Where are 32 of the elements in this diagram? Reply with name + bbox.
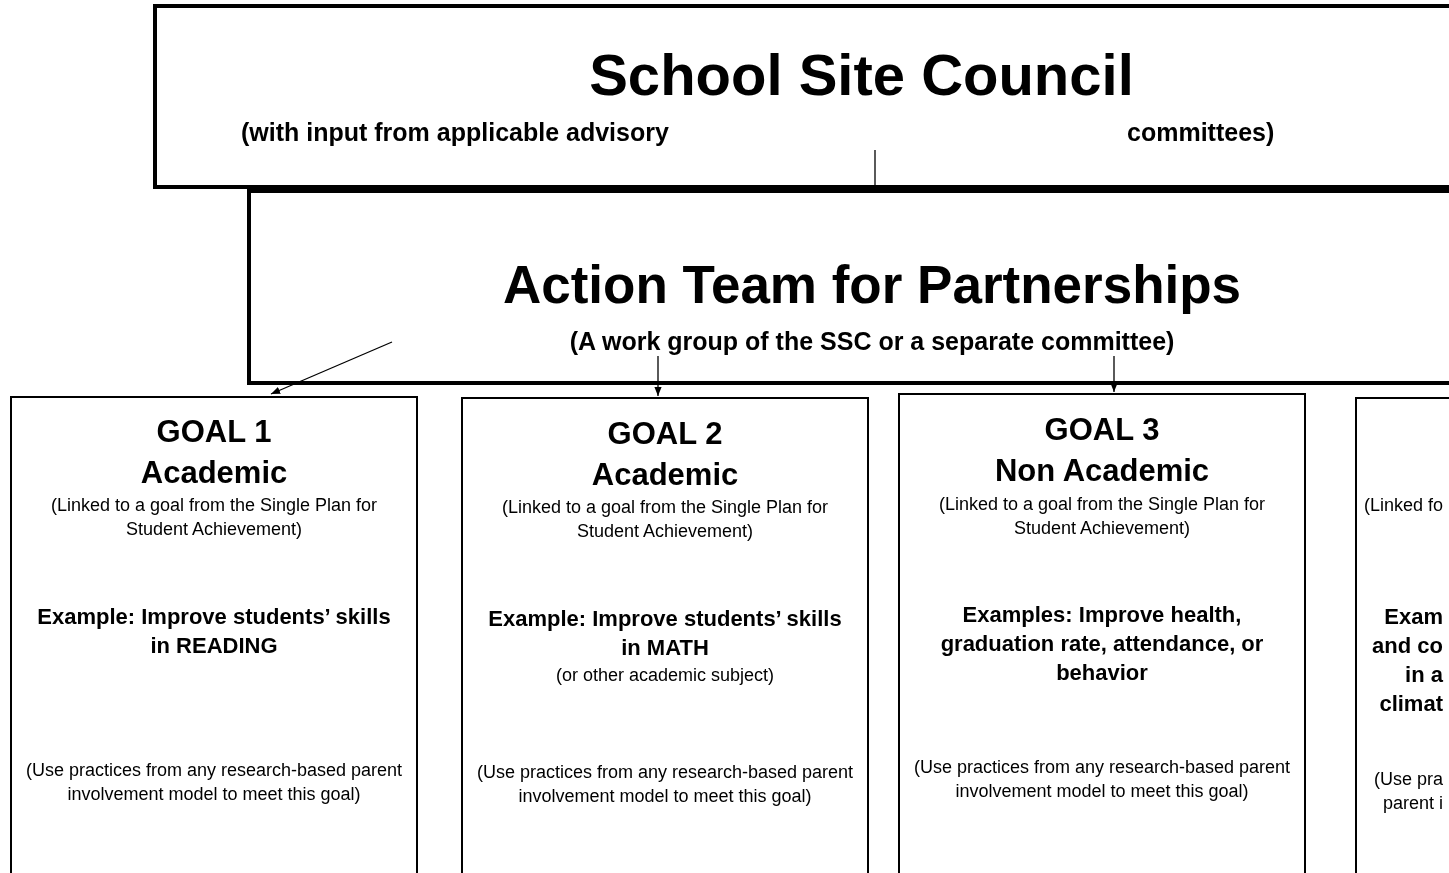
goal-box — [461, 397, 869, 873]
note-text: (Use practices from any research-based parent involvement model to meet this goal) — [475, 761, 855, 808]
connector-arrow — [654, 355, 662, 397]
note-text: (Use practices from any research-based parent involvement model to meet this goal) — [24, 759, 404, 806]
goal-box — [898, 393, 1306, 873]
goal-heading: GOAL 2 — [606, 415, 724, 453]
title: Action Team for Partnerships — [501, 254, 1243, 316]
goal-heading: Non Academic — [993, 452, 1211, 490]
committee-box — [247, 189, 1449, 385]
note-text: (Use pra parent i — [1372, 768, 1443, 815]
goal-box — [10, 396, 418, 873]
title: School Site Council — [588, 41, 1135, 109]
subtitle: (A work group of the SSC or a separate committee) — [568, 326, 1176, 357]
example-text: Exam and co in a climat — [1371, 603, 1443, 718]
note-text: (Linked fo — [1362, 494, 1443, 517]
note-text: (Linked to a goal from the Single Plan for Student Achievement) — [49, 494, 379, 541]
example-text: Example: Improve students’ skills in READING — [36, 603, 392, 660]
subtitle: committees) — [1127, 117, 1276, 148]
committee-box — [153, 4, 1449, 189]
note-text: (Use practices from any research-based parent involvement model to meet this goal) — [912, 756, 1292, 803]
note-text: (Linked to a goal from the Single Plan for Student Achievement) — [500, 496, 830, 543]
example-text: Example: Improve students’ skills in MATH — [487, 605, 843, 662]
goal-heading: Academic — [590, 456, 740, 494]
note-text: (or other academic subject) — [554, 664, 776, 687]
goal-heading: GOAL 1 — [155, 413, 273, 451]
goal-heading: GOAL 3 — [1043, 411, 1161, 449]
subtitle: (with input from applicable advisory — [241, 117, 670, 148]
goal-heading: Academic — [139, 454, 289, 492]
note-text: (Linked to a goal from the Single Plan for Student Achievement) — [937, 493, 1267, 540]
connector-arrow — [1110, 355, 1118, 393]
example-text: Examples: Improve health, graduation rate, attendance, or behavior — [939, 601, 1265, 687]
connector-arrow — [270, 341, 393, 395]
